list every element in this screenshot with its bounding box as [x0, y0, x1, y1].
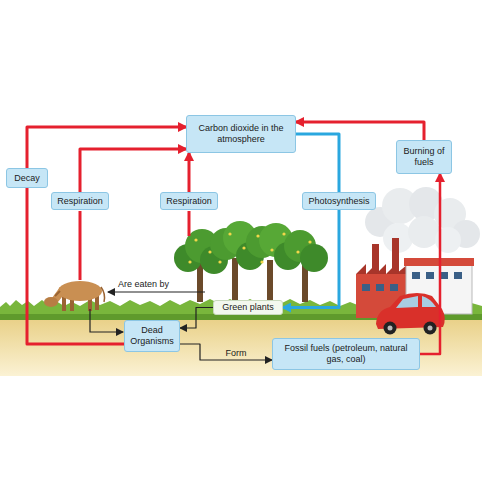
cycle-arrow	[27, 188, 124, 344]
node-text: Photosynthesis	[308, 196, 369, 207]
edge-label: Form	[226, 348, 247, 359]
cow	[44, 281, 105, 311]
node-text: Fossil fuels (petroleum, natural gas, co…	[276, 343, 416, 365]
process-box: Photosynthesis	[302, 192, 376, 210]
process-box: Respiration	[160, 192, 218, 210]
organism-box: Dead Organisms	[124, 320, 180, 352]
cycle-arrow	[180, 344, 272, 360]
cycle-arrow	[296, 134, 339, 192]
eaten-arrow	[108, 291, 205, 292]
node-text: Decay	[14, 173, 40, 184]
cycle-arrow	[420, 174, 440, 354]
process-box: Respiration	[51, 192, 109, 210]
atmosphere-box: Carbon dioxide in the atmosphere	[186, 115, 296, 153]
organism-box: Green plants	[213, 300, 283, 315]
cycle-arrow	[188, 153, 191, 192]
process-box: Decay	[6, 168, 48, 188]
cycle-arrow	[80, 149, 186, 192]
node-text: Respiration	[57, 196, 103, 207]
car	[376, 293, 445, 335]
cycle-arrow	[180, 308, 213, 329]
fuel-box: Fossil fuels (petroleum, natural gas, co…	[272, 338, 420, 370]
process-box: Burning of fuels	[396, 140, 452, 174]
respiration-line	[79, 211, 82, 280]
death-arrow	[90, 309, 123, 332]
arrow-label: Are eaten by	[118, 279, 169, 290]
cycle-arrow	[283, 210, 339, 308]
trees	[174, 221, 328, 302]
cycle-arrow	[296, 122, 424, 140]
node-text: Carbon dioxide in the atmosphere	[190, 123, 292, 145]
node-text: Respiration	[166, 196, 212, 207]
respiration-line	[188, 211, 191, 236]
node-text: Burning of fuels	[400, 146, 448, 168]
node-text: Dead Organisms	[128, 325, 176, 347]
node-text: Green plants	[222, 302, 274, 313]
